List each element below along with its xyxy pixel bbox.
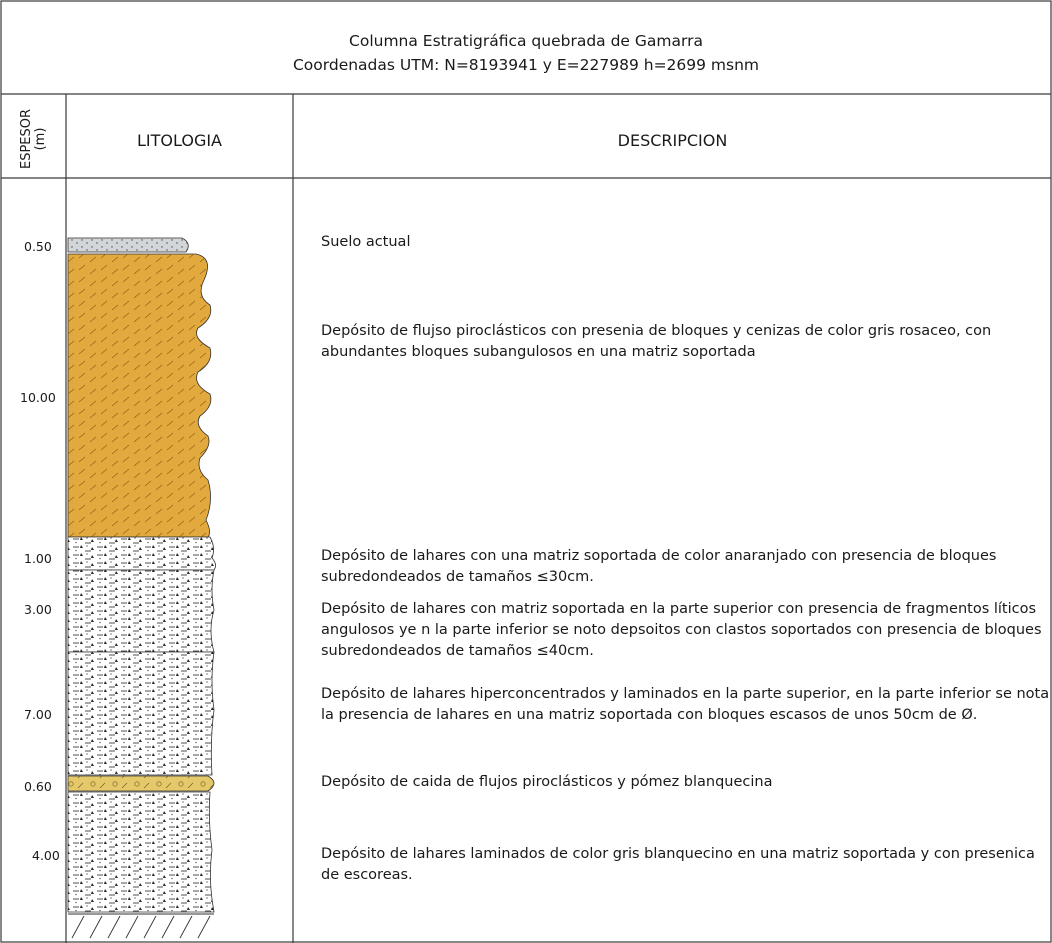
header-espesor: ESPESOR (m) bbox=[4, 100, 64, 178]
thickness-label: 4.00 bbox=[32, 848, 60, 863]
coordinates-subtitle: Coordenadas UTM: N=8193941 y E=227989 h=… bbox=[292, 56, 760, 74]
basement-hatch bbox=[68, 913, 214, 939]
thickness-label: 7.00 bbox=[24, 707, 52, 722]
header-espesor-label: ESPESOR bbox=[19, 108, 34, 170]
thickness-label: 0.50 bbox=[24, 239, 52, 254]
layer-description: Depósito de lahares laminados de color g… bbox=[321, 846, 1035, 883]
thickness-label: 3.00 bbox=[24, 602, 52, 617]
layer-description: Depósito de flujso piroclásticos con pre… bbox=[321, 323, 992, 360]
layer-description: Suelo actual bbox=[321, 234, 411, 250]
thickness-label: 0.60 bbox=[24, 779, 52, 794]
header-litologia: LITOLOGIA bbox=[137, 131, 222, 150]
header-espesor-unit: (m) bbox=[33, 127, 48, 151]
layer-description: Depósito de lahares con una matriz sopor… bbox=[321, 548, 997, 585]
thickness-label: 10.00 bbox=[20, 390, 56, 405]
layer-description: Depósito de lahares con matriz soportada… bbox=[321, 601, 1042, 659]
layer-description: Depósito de lahares hiperconcentrados y … bbox=[321, 686, 1050, 723]
layer-description: Depósito de caida de flujos piroclástico… bbox=[321, 774, 773, 790]
thickness-label: 1.00 bbox=[24, 551, 52, 566]
column-title: Columna Estratigráfica quebrada de Gamar… bbox=[349, 32, 703, 50]
header-descripcion: DESCRIPCION bbox=[617, 131, 728, 150]
